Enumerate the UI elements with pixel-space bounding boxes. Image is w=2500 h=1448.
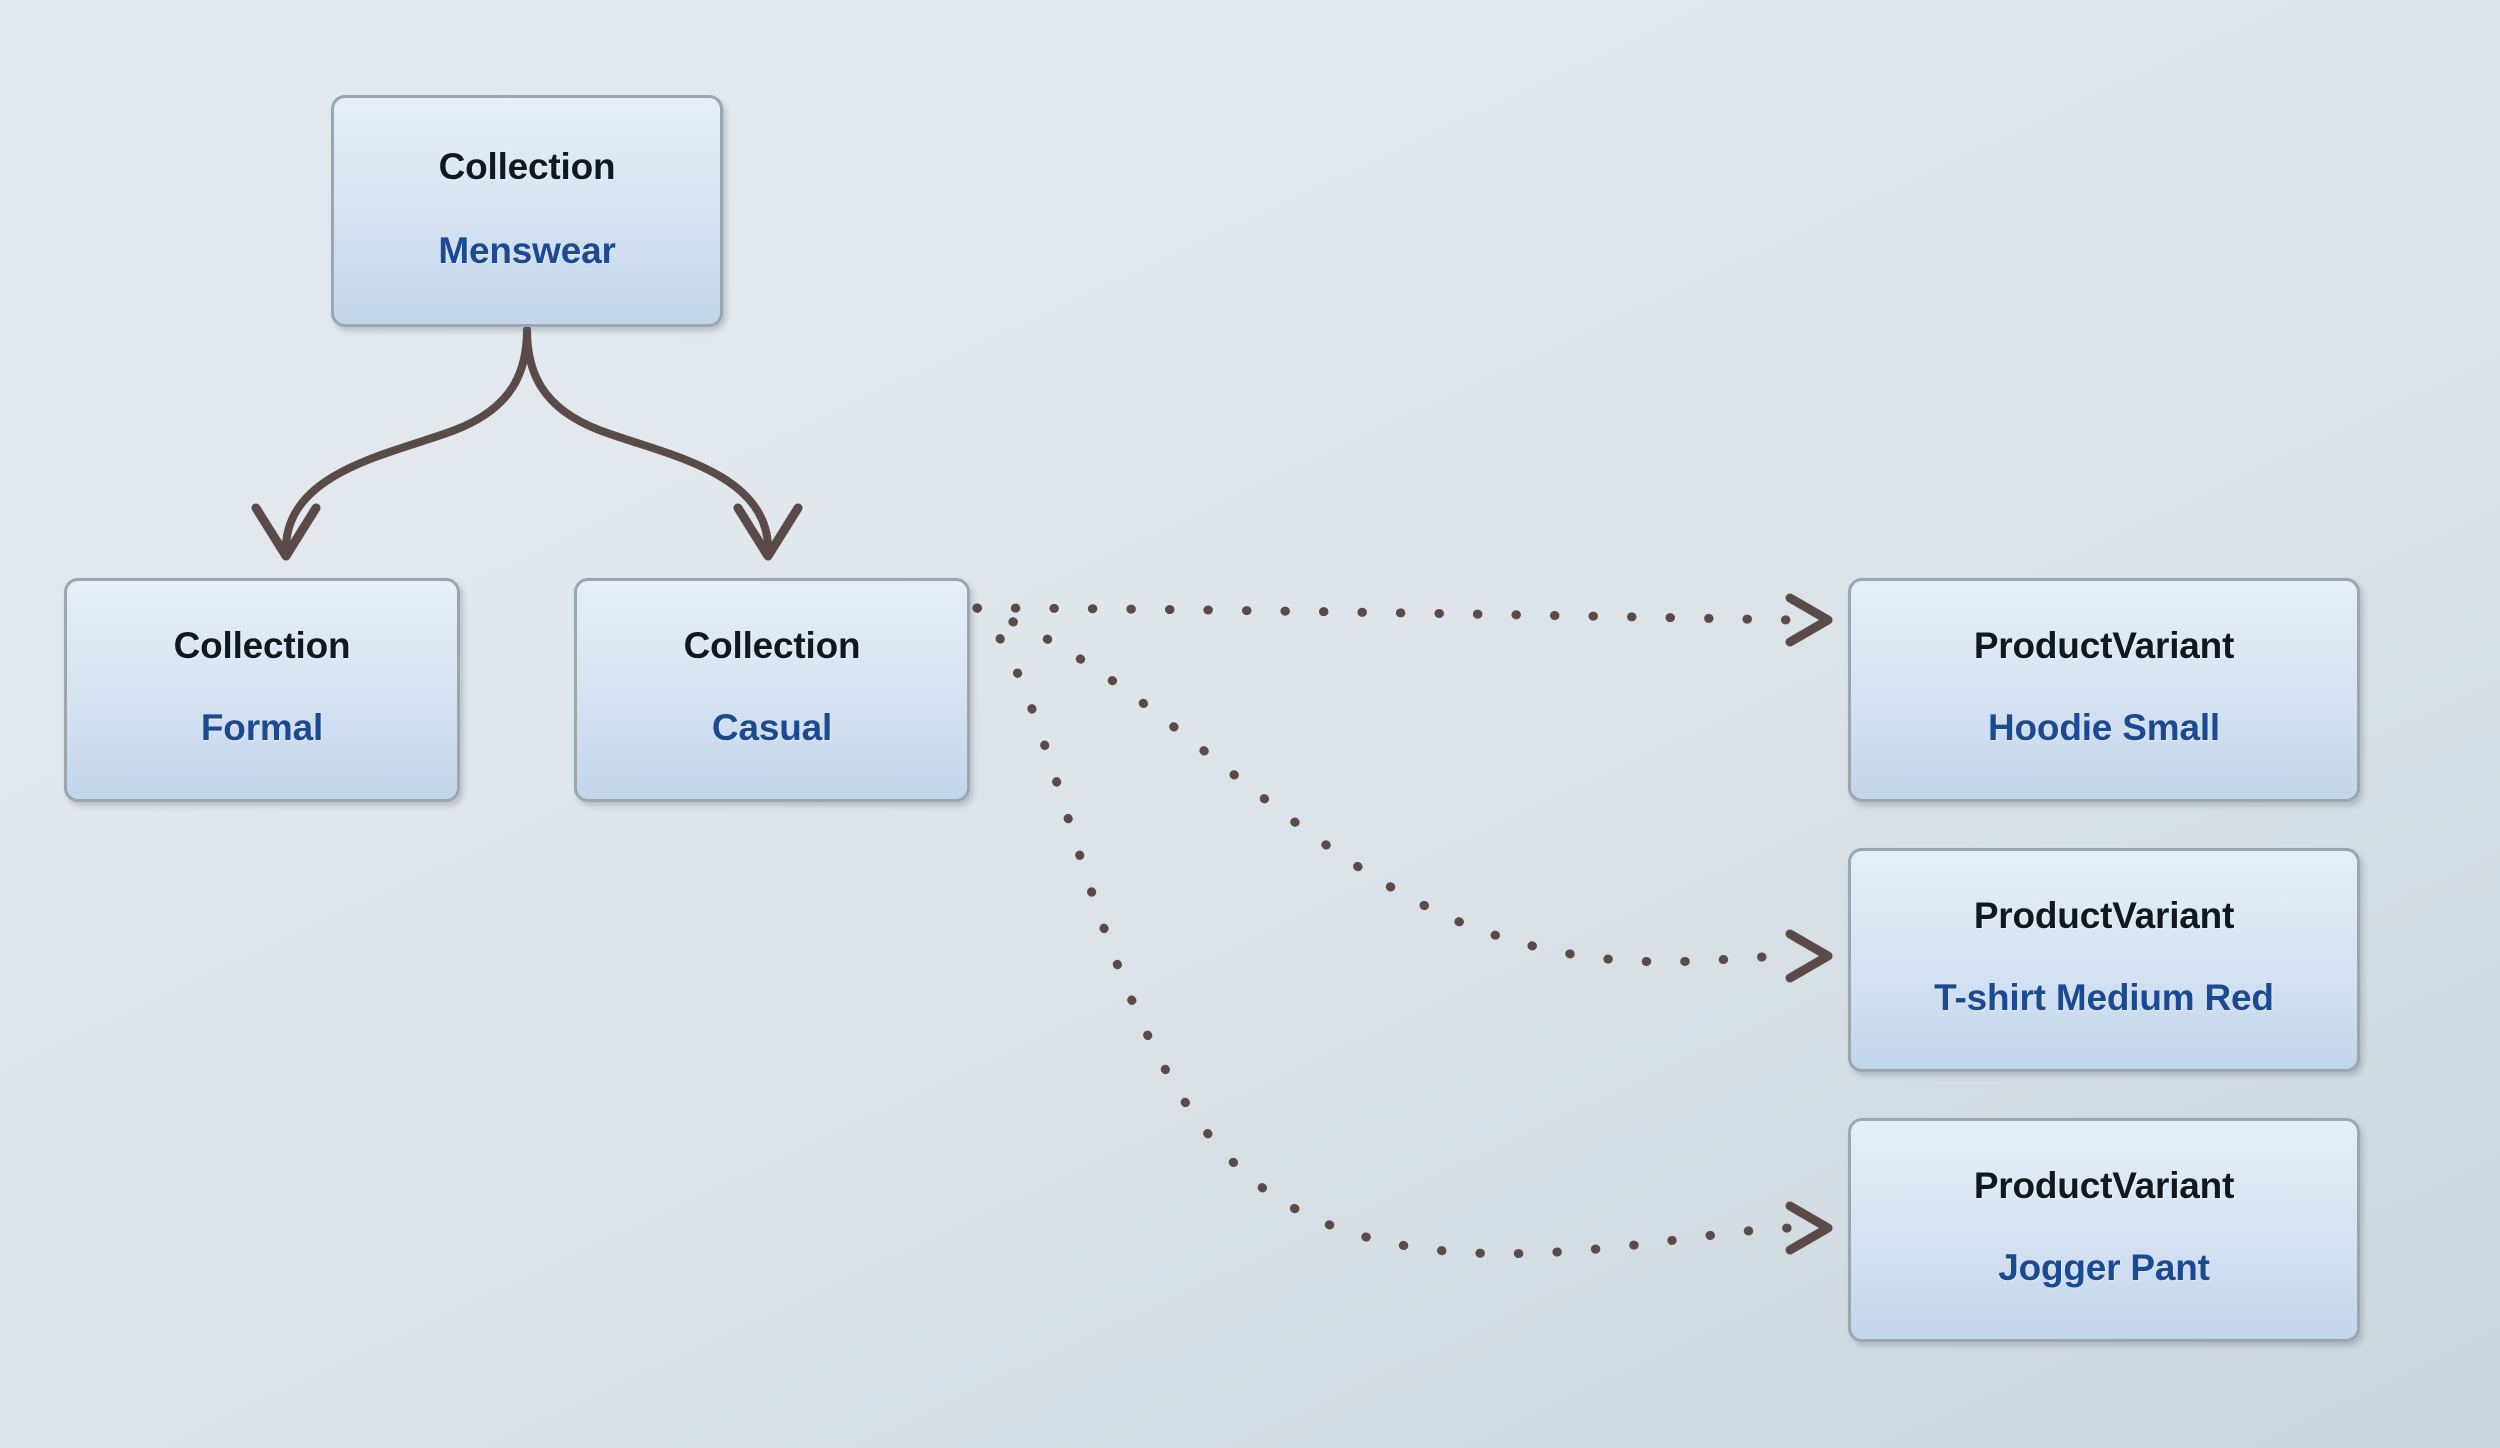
- node-collection-menswear[interactable]: Collection Menswear: [331, 95, 723, 327]
- node-type-label: ProductVariant: [1973, 1165, 2235, 1206]
- edge-casual-jogger: [972, 603, 1833, 1259]
- node-name-label: Formal: [200, 707, 324, 748]
- node-type-label: ProductVariant: [1973, 625, 2235, 666]
- edge-menswear-formal: [251, 326, 531, 561]
- node-name-label: Menswear: [438, 230, 616, 271]
- node-type-label: ProductVariant: [1973, 895, 2235, 936]
- node-type-label: Collection: [683, 625, 861, 666]
- edge-menswear-casual: [523, 326, 803, 561]
- node-type-label: Collection: [173, 625, 351, 666]
- node-productvariant-tshirt-medium-red[interactable]: ProductVariant T-shirt Medium Red: [1848, 848, 2360, 1072]
- node-name-label: Hoodie Small: [1988, 707, 2220, 748]
- node-productvariant-hoodie-small[interactable]: ProductVariant Hoodie Small: [1848, 578, 2360, 802]
- node-collection-formal[interactable]: Collection Formal: [64, 578, 460, 802]
- node-name-label: T-shirt Medium Red: [1934, 977, 2274, 1018]
- node-name-label: Casual: [711, 707, 833, 748]
- edge-casual-hoodie: [972, 593, 1833, 647]
- node-productvariant-jogger-pant[interactable]: ProductVariant Jogger Pant: [1848, 1118, 2360, 1342]
- node-collection-casual[interactable]: Collection Casual: [574, 578, 970, 802]
- node-type-label: Collection: [438, 146, 616, 187]
- edge-casual-tshirt: [972, 603, 1833, 983]
- node-name-label: Jogger Pant: [1998, 1247, 2210, 1288]
